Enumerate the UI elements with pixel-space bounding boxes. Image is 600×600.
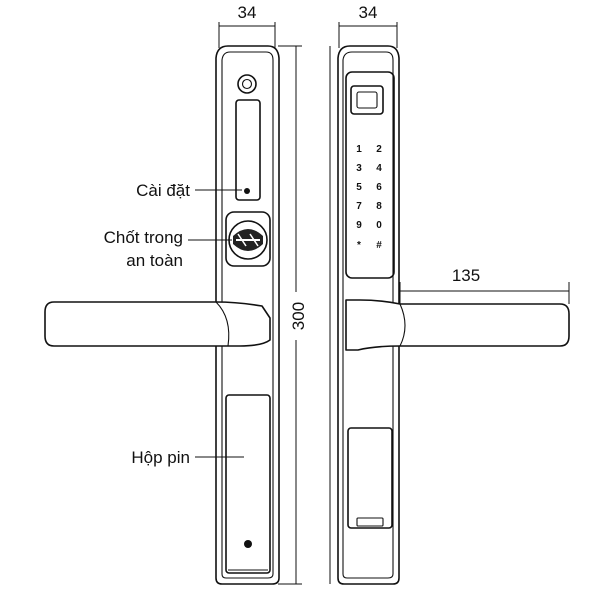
back-panel-inner-rim bbox=[342, 51, 394, 579]
key-1: 1 bbox=[356, 144, 362, 155]
front-width-value: 34 bbox=[238, 3, 257, 22]
key-3: 3 bbox=[356, 163, 362, 174]
fingerprint-sensor-icon bbox=[350, 85, 384, 115]
key-4: 4 bbox=[376, 163, 382, 174]
back-width-dimension: 34 bbox=[338, 3, 398, 48]
front-sensor-lens bbox=[241, 78, 253, 90]
settings-button bbox=[244, 188, 250, 194]
key-9: 9 bbox=[356, 220, 362, 231]
key-7: 7 bbox=[356, 201, 362, 212]
key-5: 5 bbox=[356, 182, 362, 193]
back-width-value: 34 bbox=[359, 3, 378, 22]
settings-slot bbox=[235, 99, 261, 201]
safety-lock-callout: Chốt trong an toàn bbox=[104, 228, 232, 270]
safety-lock-knob bbox=[225, 211, 271, 267]
keypad-frame bbox=[345, 71, 395, 279]
back-handle bbox=[345, 299, 570, 351]
key-star: * bbox=[357, 240, 361, 251]
battery-box-screw bbox=[244, 540, 252, 548]
front-width-dimension: 34 bbox=[218, 3, 276, 48]
handle-length-value: 135 bbox=[452, 266, 480, 285]
key-6: 6 bbox=[376, 182, 382, 193]
safety-lock-label-line2: an toàn bbox=[126, 251, 183, 270]
key-2: 2 bbox=[376, 144, 382, 155]
handle-length-dimension: 135 bbox=[399, 266, 570, 304]
front-panel-inner-rim bbox=[221, 51, 274, 579]
settings-label: Cài đặt bbox=[136, 181, 190, 200]
key-0: 0 bbox=[376, 220, 382, 231]
key-hash: # bbox=[376, 240, 382, 251]
front-sensor-icon bbox=[237, 74, 257, 94]
keypad-keys: 1 2 3 4 5 6 7 8 9 0 * # bbox=[356, 144, 382, 251]
back-panel: 1 2 3 4 5 6 7 8 9 0 * # bbox=[337, 45, 570, 585]
key-8: 8 bbox=[376, 201, 382, 212]
battery-box-callout: Hộp pin bbox=[131, 448, 244, 467]
safety-lock-label-line1: Chốt trong bbox=[104, 228, 183, 247]
back-battery-compartment bbox=[347, 427, 393, 529]
height-dimension: 300 bbox=[278, 45, 308, 585]
front-handle bbox=[44, 301, 271, 347]
height-value: 300 bbox=[289, 302, 308, 330]
front-panel bbox=[44, 45, 280, 585]
battery-box bbox=[225, 394, 271, 574]
settings-callout: Cài đặt bbox=[136, 181, 242, 200]
battery-box-label: Hộp pin bbox=[131, 448, 190, 467]
